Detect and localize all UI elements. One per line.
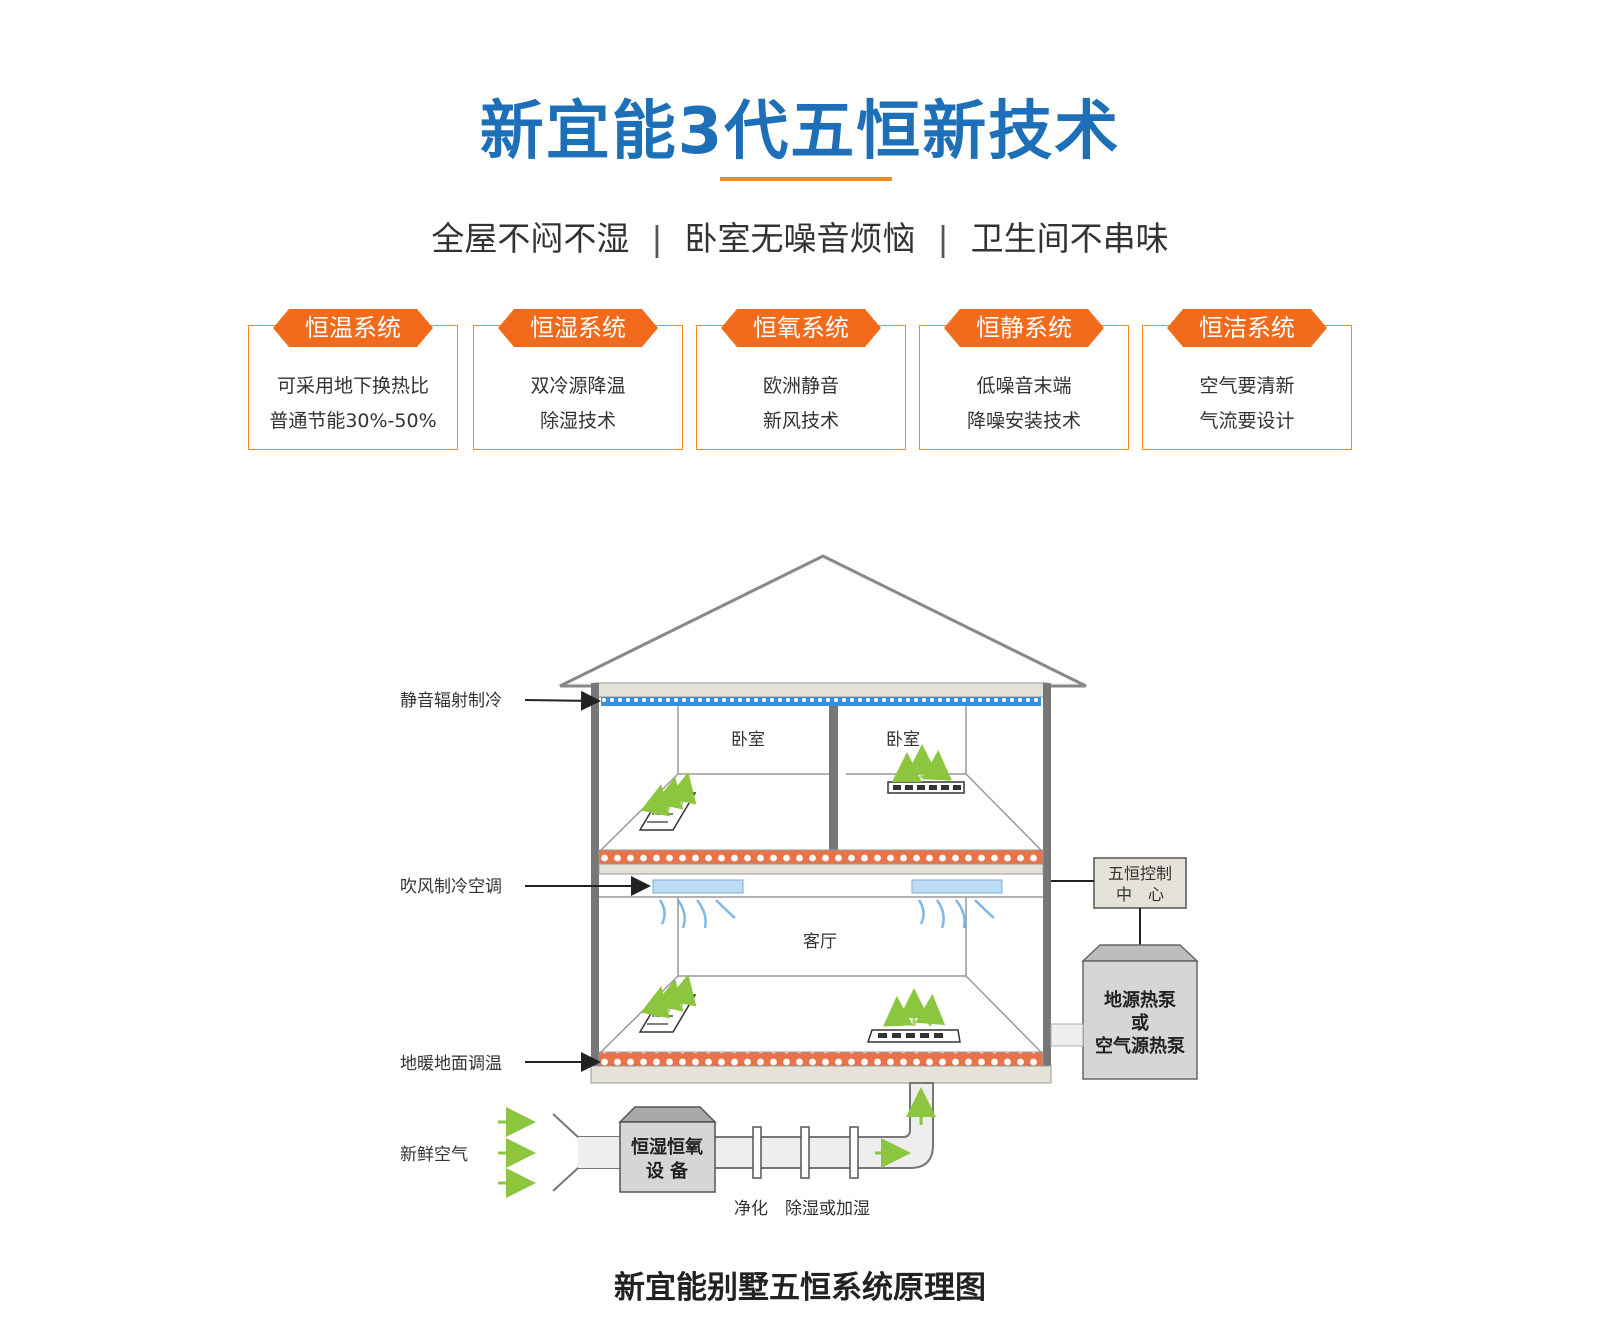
bedroom-partition bbox=[829, 706, 838, 852]
system-desc-line: 空气要清新 bbox=[1199, 375, 1295, 397]
label-floor-heating: 地暖地面调温 bbox=[400, 1054, 502, 1074]
label-radiant-cooling: 静音辐射制冷 bbox=[400, 691, 502, 711]
subtitle-part-2: 卧室无噪音烦恼 bbox=[684, 219, 916, 258]
ac-unit bbox=[652, 879, 744, 894]
system-desc-line: 双冷源降温 bbox=[530, 375, 626, 397]
right-wall bbox=[1043, 683, 1051, 1083]
left-wall bbox=[591, 683, 599, 1083]
system-card-oxygen: 恒氧系统 欧洲静音 新风技术 bbox=[696, 309, 906, 450]
duct-main bbox=[715, 1082, 934, 1169]
system-card-clean: 恒洁系统 空气要清新 气流要设计 bbox=[1142, 309, 1352, 450]
floor-vent-slots bbox=[893, 785, 961, 790]
system-card-humidity: 恒湿系统 双冷源降温 除湿技术 bbox=[473, 309, 683, 450]
attic-band bbox=[594, 682, 1048, 698]
floor-slab bbox=[598, 863, 1044, 875]
floor-edge bbox=[965, 975, 1042, 1053]
foundation bbox=[590, 1065, 1052, 1084]
room-label-living: 客厅 bbox=[803, 932, 837, 952]
subtitle-part-1: 全屋不闷不湿 bbox=[431, 219, 630, 258]
label-ac-cooling: 吹风制冷空调 bbox=[400, 877, 502, 897]
floor-edge bbox=[965, 773, 1042, 851]
control-center-box bbox=[1093, 857, 1187, 909]
ac-unit bbox=[911, 879, 1003, 894]
system-desc-line: 普通节能30%-50% bbox=[269, 410, 437, 432]
device-box bbox=[619, 1121, 716, 1193]
room-label-bedroom-left: 卧室 bbox=[731, 730, 765, 750]
control-center-label: 五恒控制 bbox=[1108, 864, 1172, 883]
heat-pump-label: 或 bbox=[1131, 1012, 1149, 1034]
floor-vent bbox=[887, 781, 965, 794]
system-tag: 恒温系统 bbox=[273, 309, 433, 347]
system-desc-line: 低噪音末端 bbox=[976, 375, 1072, 397]
floor-vent-slots bbox=[878, 1033, 943, 1038]
duct-segment bbox=[578, 1137, 622, 1168]
pipe-connector bbox=[1050, 1023, 1084, 1047]
heat-pump-top bbox=[1081, 944, 1199, 962]
floor-heating-strip bbox=[598, 1051, 1044, 1067]
room-label-bedroom-right: 卧室 bbox=[886, 730, 920, 750]
system-tag: 恒氧系统 bbox=[721, 309, 881, 347]
duct-filters bbox=[752, 1126, 859, 1179]
control-center-label: 中 心 bbox=[1116, 885, 1164, 904]
system-desc-line: 除湿技术 bbox=[539, 410, 616, 432]
system-card-silence: 恒静系统 低噪音末端 降噪安装技术 bbox=[919, 309, 1129, 450]
heat-pump-label: 地源热泵 bbox=[1104, 989, 1176, 1011]
page-title: 新宜能3代五恒新技术 bbox=[479, 95, 1121, 169]
fresh-air-flow bbox=[640, 744, 952, 817]
system-desc-line: 新风技术 bbox=[762, 410, 839, 432]
system-tag: 恒洁系统 bbox=[1167, 309, 1327, 347]
fresh-air-arrows bbox=[498, 1087, 936, 1198]
subtitle-separator: | bbox=[937, 219, 949, 258]
system-desc-line: 降噪安装技术 bbox=[966, 410, 1081, 432]
device-label: 设 备 bbox=[646, 1160, 689, 1182]
label-process: 净化 除湿或加湿 bbox=[734, 1199, 870, 1219]
roof-inner bbox=[572, 560, 1074, 682]
fresh-air-flow bbox=[640, 974, 946, 1027]
system-desc-line: 可采用地下换热比 bbox=[276, 375, 429, 397]
pointer-arrow bbox=[524, 690, 601, 711]
heat-pump-box bbox=[1082, 960, 1198, 1080]
floor-heating-strip bbox=[598, 849, 1044, 865]
subtitle-separator: | bbox=[651, 219, 663, 258]
subtitle: 全屋不闷不湿 | 卧室无噪音烦恼 | 卫生间不串味 bbox=[0, 212, 1600, 260]
diagram-caption: 新宜能别墅五恒系统原理图 bbox=[614, 1270, 986, 1306]
system-tag: 恒湿系统 bbox=[498, 309, 658, 347]
title-divider bbox=[720, 177, 892, 181]
label-fresh-air: 新鲜空气 bbox=[400, 1145, 468, 1165]
device-top bbox=[618, 1106, 717, 1123]
system-desc-line: 气流要设计 bbox=[1199, 410, 1295, 432]
device-label: 恒湿恒氧 bbox=[631, 1136, 703, 1158]
system-tag: 恒静系统 bbox=[944, 309, 1104, 347]
system-desc-line: 欧洲静音 bbox=[762, 375, 839, 397]
system-card-temperature: 恒温系统 可采用地下换热比 普通节能30%-50% bbox=[248, 309, 458, 450]
heat-pump-label: 空气源热泵 bbox=[1095, 1035, 1185, 1057]
subtitle-part-3: 卫生间不串味 bbox=[970, 219, 1169, 258]
radiant-cooling-strip bbox=[601, 697, 1041, 706]
cool-air-flow bbox=[658, 899, 995, 929]
